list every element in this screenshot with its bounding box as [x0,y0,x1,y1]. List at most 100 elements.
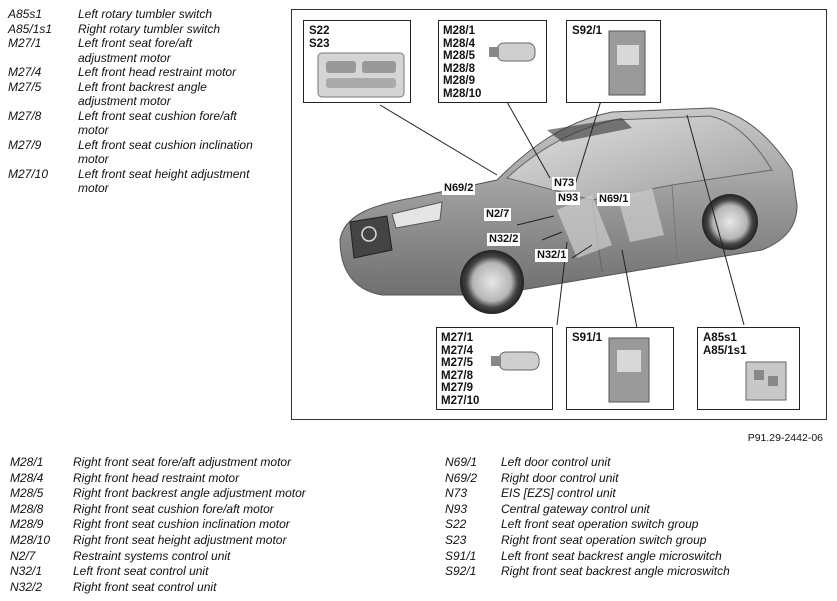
legend-code: N69/1 [445,455,478,469]
legend-desc: Right front seat cushion fore/aft motor [73,501,274,516]
legend-code: M28/10 [10,532,51,547]
legend-row: S23 Right front seat operation switch gro… [445,533,801,549]
legend-desc: Right front seat control unit [73,579,217,594]
component-location-figure: S22 S23 M28/1 M28/4 M28/5 M28/8 M28/9 M2… [291,9,827,420]
tag-n32-2: N32/2 [487,233,521,246]
legend-desc: Left front seat height adjustment motor [78,166,250,196]
legend-row: M27/9 Left front seat cushion inclination… [8,138,288,167]
callout-code: M28/1 [443,25,475,37]
legend-desc: Left front seat fore/aft adjustment moto… [78,36,193,65]
legend-code: M27/10 [8,166,49,181]
microswitch-image [608,337,650,403]
tag-n32-1: N32/1 [535,249,569,262]
legend-code: S23 [445,532,467,547]
callout-label: S92/1 [572,25,602,38]
callout-code: S23 [309,37,330,50]
callout-label: S91/1 [572,332,602,345]
legend-row: M27/4 Left front head restraint motor [8,65,288,80]
tag-n2-7: N2/7 [484,208,512,221]
motor-image [491,351,540,371]
legend-code: S22 [445,517,467,532]
legend-code: M27/9 [8,137,42,152]
callout-code: A85/1s1 [703,344,747,357]
legend-row: M28/8 Right front seat cushion fore/aft m… [10,502,373,518]
tag-n69-2: N69/2 [442,182,476,195]
legend-row: S91/1 Left front seat backrest angle micr… [445,549,801,565]
legend-desc: Left front backrest angle adjustment mot… [78,79,207,109]
legend-row: M27/10 Left front seat height adjustment … [8,167,288,196]
figure-reference: P91.29-2442-06 [747,432,823,444]
legend-row: N73 EIS [EZS] control unit [445,486,801,502]
legend-desc: Right door control unit [501,470,619,485]
legend-row: M28/4 Right front head restraint motor [10,471,373,487]
callout-code: M28/8 [443,62,475,75]
callout-a85: A85s1 A85/1s1 [697,327,800,410]
callout-code: M28/5 [443,50,475,62]
legend-desc: Right front seat fore/aft adjustment mot… [73,455,292,469]
switch-group-image [317,52,405,98]
legend-code: M27/1 [8,36,42,50]
legend-code: N69/2 [445,470,478,485]
callout-label: A85s1 A85/1s1 [703,332,746,357]
legend-code: S91/1 [445,548,477,563]
legend-row: M28/1 Right front seat fore/aft adjustmen… [10,455,373,471]
legend-code: S92/1 [445,564,477,579]
legend-code: N32/1 [10,564,43,579]
legend-desc: Right front seat backrest angle microswi… [501,564,730,579]
legend-desc: Left front seat cushion fore/aft motor [78,108,237,138]
legend-desc: Restraint systems control unit [73,548,231,563]
callout-code: M27/1 [441,332,473,344]
legend-code: N2/7 [10,548,36,563]
legend-desc: Left rotary tumbler switch [78,7,213,21]
callout-code: S91/1 [572,332,603,344]
callout-code: S22 [309,25,330,37]
legend-code: M28/1 [10,455,44,469]
legend-code: N32/2 [10,579,43,594]
legend-desc: Left front seat operation switch group [501,517,699,532]
callout-code: M27/4 [441,344,473,357]
rear-wheel [702,194,758,250]
legend-code: A85s1 [8,7,43,21]
legend-desc: Right front head restraint motor [73,470,240,485]
legend-desc: Right front seat operation switch group [501,532,707,547]
legend-desc: Right front seat height adjustment motor [73,532,287,547]
legend-row: N69/1 Left door control unit [445,455,801,471]
callout-code: A85s1 [703,332,737,344]
callout-code: M27/9 [441,382,473,394]
legend-desc: EIS [EZS] control unit [501,486,616,501]
legend-row: A85s1 Left rotary tumbler switch [8,7,288,22]
legend-code: N73 [445,486,468,501]
legend-row: N69/2 Right door control unit [445,471,801,487]
legend-code: M28/4 [10,470,44,485]
legend-row: M27/1 Left front seat fore/aft adjustment… [8,36,288,65]
microswitch-image [608,30,646,96]
callout-code: M28/4 [443,37,475,50]
legend-code: M27/4 [8,65,42,79]
callout-m28: M28/1 M28/4 M28/5 M28/8 M28/9 M28/10 [438,20,547,103]
motor-image [489,42,536,62]
tumbler-switch-image [745,361,787,401]
tag-n93: N93 [556,192,581,205]
legend-bottom-left: M28/1 Right front seat fore/aft adjustmen… [10,455,373,595]
legend-desc: Left door control unit [501,455,611,469]
legend-row: S22 Left front seat operation switch grou… [445,517,801,533]
legend-bottom-right: N69/1 Left door control unit N69/2 Right d… [445,455,801,580]
callout-code: M27/5 [441,357,473,369]
legend-desc: Right front seat cushion inclination mot… [73,517,290,532]
legend-desc: Left front seat cushion inclination moto… [78,137,253,167]
legend-row: S92/1 Right front seat backrest angle mic… [445,564,801,580]
callout-code: M28/9 [443,75,475,87]
legend-desc: Right rotary tumbler switch [78,21,221,36]
legend-desc: Left front head restraint motor [78,65,237,79]
callout-m27: M27/1 M27/4 M27/5 M27/8 M27/9 M27/10 [436,327,553,410]
legend-desc: Left front seat backrest angle microswit… [501,548,722,563]
callout-code: M27/10 [441,394,480,407]
legend-code: M28/8 [10,501,44,516]
legend-desc: Central gateway control unit [501,501,650,516]
callout-code: M27/8 [441,369,473,382]
